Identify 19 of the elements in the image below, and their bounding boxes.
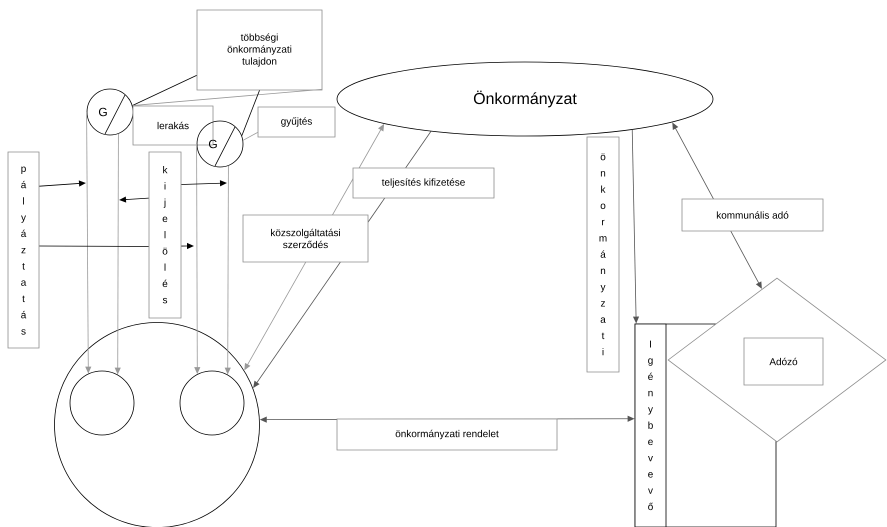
- node-label: Igénybevevő: [648, 340, 653, 510]
- connector-line: [241, 90, 260, 136]
- vertical-text-box: pályáztatás: [8, 152, 40, 348]
- connector-line: [132, 75, 197, 106]
- edge-label: önkormányzati: [586, 136, 620, 372]
- edge-label: önkormányzati rendelet: [336, 418, 558, 450]
- small-circle: [70, 370, 134, 436]
- edge-label: teljesítés kifizetése: [352, 168, 494, 198]
- edge-label: kommunális adó: [682, 198, 824, 232]
- text-box: többségi önkormányzati tulajdon: [196, 10, 322, 90]
- vertical-text-box: Igénybevevő: [634, 324, 666, 527]
- text-box: gyűjtés: [258, 106, 336, 138]
- connector-line: [242, 132, 258, 141]
- connector-line: [39, 246, 150, 247]
- edge-label: közszolgáltatási szerződés: [242, 214, 368, 262]
- vertical-text-box: kijelölés: [148, 152, 182, 318]
- small-circle: [180, 370, 244, 436]
- text-box: Adózó: [744, 338, 824, 386]
- connector-line: [132, 88, 323, 106]
